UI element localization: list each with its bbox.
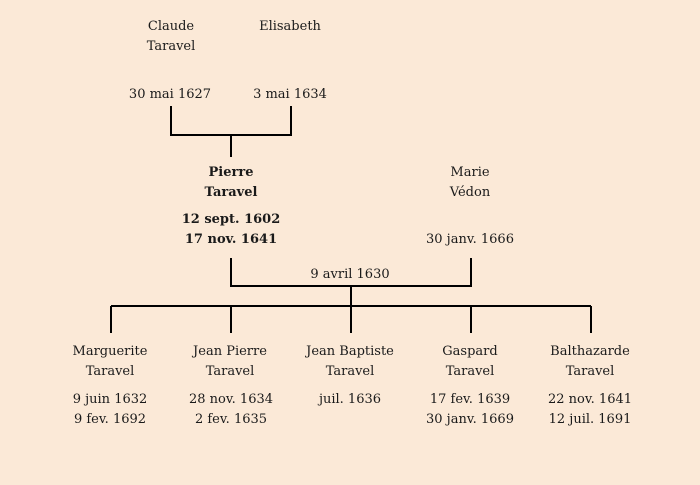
child-3: Jean Baptiste Taravel: [280, 342, 420, 382]
mother-last-name: Védon: [449, 185, 491, 200]
child-birth-date: 28 nov. 1634: [188, 392, 274, 407]
child-birth-date: 22 nov. 1641: [547, 392, 633, 407]
child-first-name: Jean Baptiste: [306, 344, 394, 359]
grandmother-first-name: Elisabeth: [259, 19, 321, 34]
child-death-date: 12 juil. 1691: [548, 412, 632, 427]
child-5-dates: 22 nov. 1641 12 juil. 1691: [520, 390, 660, 430]
child-last-name: Taravel: [445, 364, 495, 379]
grandmother-name: Elisabeth: [220, 17, 360, 37]
child-1-dates: 9 juin 1632 9 fev. 1692: [40, 390, 180, 430]
child-birth-date: 9 juin 1632: [72, 392, 148, 407]
child-birth-date: juil. 1636: [318, 392, 382, 407]
child-birth-date: 17 fev. 1639: [429, 392, 511, 407]
child-death-date: 9 fev. 1692: [73, 412, 147, 427]
father-death-date: 17 nov. 1641: [184, 232, 278, 247]
child-death-date: 2 fev. 1635: [194, 412, 268, 427]
child-first-name: Jean Pierre: [193, 344, 267, 359]
child-3-dates: juil. 1636: [280, 390, 420, 410]
grandfather-date: 30 mai 1627: [128, 87, 212, 102]
grandfather-last-name: Taravel: [146, 39, 196, 54]
child-first-name: Marguerite: [72, 344, 148, 359]
child-2-dates: 28 nov. 1634 2 fev. 1635: [161, 390, 301, 430]
father-name: Pierre Taravel: [161, 163, 301, 203]
child-1: Marguerite Taravel: [40, 342, 180, 382]
marriage-date: 9 avril 1630: [310, 267, 390, 282]
mother-name: Marie Védon: [400, 163, 540, 203]
grandfather-first-name: Claude: [147, 19, 195, 34]
child-last-name: Taravel: [85, 364, 135, 379]
grandfather-name: Claude Taravel: [101, 17, 241, 57]
mother-first-name: Marie: [450, 165, 490, 180]
father-first-name: Pierre: [208, 165, 254, 180]
child-last-name: Taravel: [565, 364, 615, 379]
father-last-name: Taravel: [204, 185, 258, 200]
grandparents-connector: [170, 106, 292, 136]
child-4-dates: 17 fev. 1639 30 janv. 1669: [400, 390, 540, 430]
child-death-date: 30 janv. 1669: [426, 412, 514, 427]
child-4: Gaspard Taravel: [400, 342, 540, 382]
child-5: Balthazarde Taravel: [520, 342, 660, 382]
child-first-name: Gaspard: [442, 344, 498, 359]
mother-date: 30 janv. 1666: [426, 232, 514, 247]
child-first-name: Balthazarde: [550, 344, 630, 359]
child-last-name: Taravel: [205, 364, 255, 379]
father-birth-date: 12 sept. 1602: [181, 212, 281, 227]
grandmother-date: 3 mai 1634: [253, 87, 327, 102]
child-2: Jean Pierre Taravel: [160, 342, 300, 382]
father-dates: 12 sept. 1602 17 nov. 1641: [161, 210, 301, 250]
child-last-name: Taravel: [325, 364, 375, 379]
